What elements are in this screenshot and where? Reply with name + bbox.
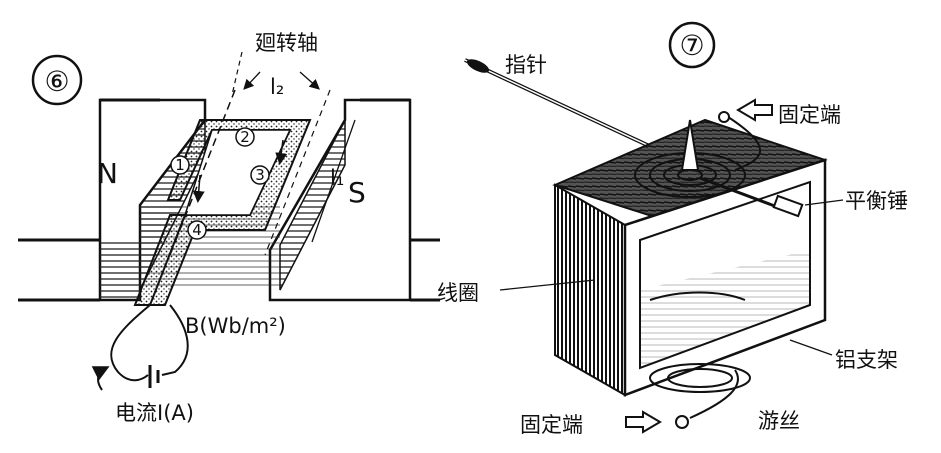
aluminum-frame-label: 铝支架 [835, 348, 898, 372]
arrow-fixed-end-bottom [625, 410, 662, 434]
side-marker-3: 3 [250, 165, 270, 185]
coil-winding-side [554, 183, 626, 397]
south-pole-label: S [348, 176, 366, 209]
balance-weight [699, 176, 804, 218]
fixed-end-bottom-label: 固定端 [520, 413, 583, 437]
rotation-axis-label: 廻转轴 [255, 31, 318, 55]
svg-text:2: 2 [240, 128, 250, 146]
balance-weight-label: 平衡锤 [845, 189, 908, 213]
svg-text:4: 4 [192, 221, 202, 239]
hairspring-label: 游丝 [758, 409, 800, 433]
rotation-axis-line [169, 89, 236, 256]
l1-dimension: l₁ [311, 119, 356, 243]
side-marker-2: 2 [235, 127, 255, 147]
side-marker-4: 4 [187, 220, 207, 240]
l2-dimension: l₂ [243, 71, 320, 99]
side-marker-1: 1 [170, 155, 190, 175]
motor-principle-figure: ⑥ [18, 31, 440, 425]
figure-number-6: ⑥ [31, 54, 83, 106]
fixed-end-top-label: 固定端 [778, 103, 841, 127]
north-pole-label: N [97, 157, 118, 190]
magnetic-flux-label: B(Wb/m²) [185, 314, 286, 338]
arrow-fixed-end-top [736, 98, 773, 122]
spiral-hairspring-bottom [649, 363, 751, 429]
battery-circuit [91, 304, 189, 391]
coil-label: 线圈 [437, 281, 479, 305]
pointer-label: 指针 [505, 53, 547, 77]
figure-number-7: ⑦ [668, 21, 716, 69]
svg-text:l₁: l₁ [330, 166, 344, 190]
svg-text:⑥: ⑥ [44, 65, 69, 98]
current-label: 电流I(A) [115, 401, 194, 425]
moving-coil-meter-figure: ⑦ [437, 21, 908, 437]
svg-text:l₂: l₂ [270, 75, 284, 99]
svg-text:3: 3 [255, 166, 265, 184]
svg-text:⑦: ⑦ [679, 29, 704, 62]
svg-text:1: 1 [175, 156, 185, 174]
coil-loop [133, 119, 312, 306]
